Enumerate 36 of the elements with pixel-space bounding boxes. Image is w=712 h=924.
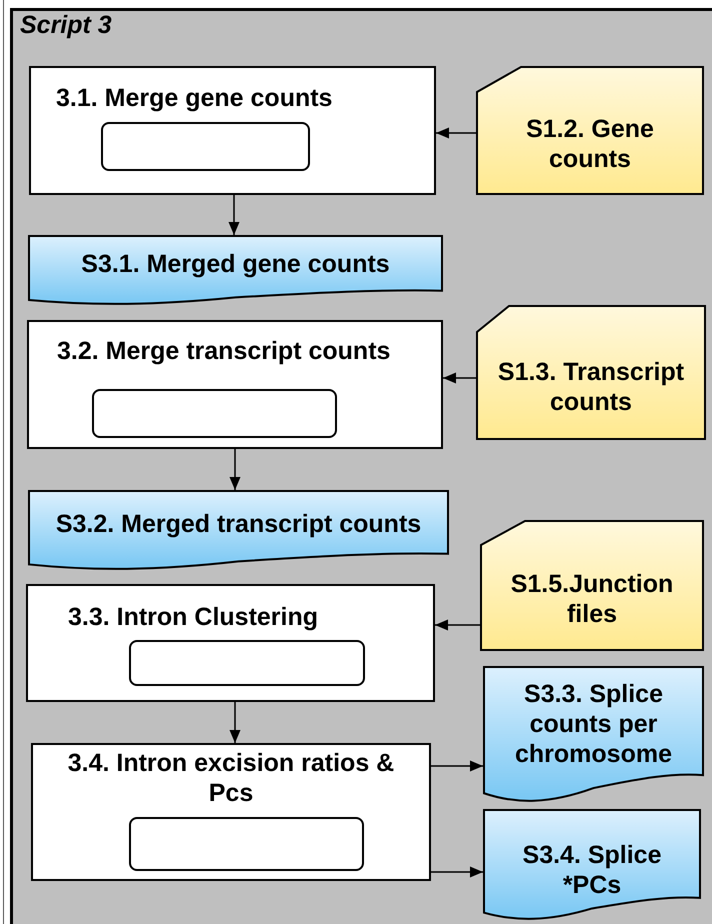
output-document <box>28 235 443 305</box>
arrow <box>431 866 483 878</box>
tool-box <box>129 640 365 686</box>
process-box <box>27 320 443 449</box>
input-document <box>476 305 706 440</box>
output-document <box>483 809 701 920</box>
tool-box <box>92 389 337 438</box>
arrow <box>436 128 476 138</box>
document-label: S3.1. Merged gene counts <box>81 249 390 279</box>
step-title: 3.1. Merge gene counts <box>56 83 332 113</box>
document-label: S1.3. Transcript counts <box>496 357 686 417</box>
process-box <box>29 66 436 195</box>
input-document <box>476 66 704 195</box>
document-label: S3.3. Splice counts per chromosome <box>514 679 673 769</box>
tool-box <box>129 817 364 871</box>
panel-title: Script 3 <box>20 11 112 39</box>
process-box <box>31 743 431 881</box>
output-document <box>28 490 449 570</box>
document-label: S3.4. Splice *PCs <box>522 840 662 900</box>
arrow <box>228 195 240 235</box>
step-title: 3.4. Intron excision ratios & Pcs <box>66 748 396 808</box>
document-label: S1.5.Junction files <box>510 569 674 629</box>
arrow <box>435 620 480 630</box>
process-box <box>26 584 435 702</box>
step-title: 3.3. Intron Clustering <box>68 602 318 632</box>
input-document <box>480 520 704 651</box>
document-label: S1.2. Gene counts <box>525 114 655 174</box>
output-document <box>483 666 704 802</box>
document-label: S3.2. Merged transcript counts <box>56 509 422 539</box>
arrow <box>431 760 483 772</box>
step-title: 3.2. Merge transcript counts <box>57 336 390 366</box>
script-panel <box>10 8 712 924</box>
arrow <box>230 702 240 743</box>
tool-box <box>101 122 310 171</box>
arrow <box>230 449 240 490</box>
arrow <box>443 372 476 384</box>
